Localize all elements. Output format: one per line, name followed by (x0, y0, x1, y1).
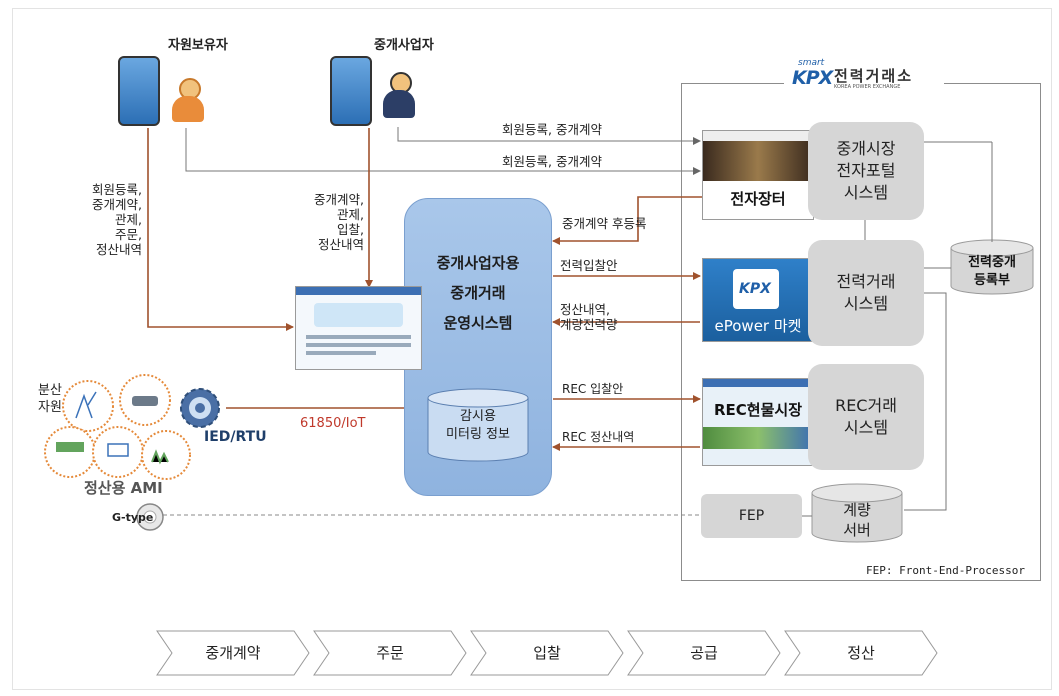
process-step-label: 공급 (690, 644, 718, 662)
process-step-label: 정산 (847, 644, 875, 662)
kpx-name-en: KOREA POWER EXCHANGE (834, 84, 901, 90)
monitoring-db-shape (427, 388, 529, 462)
process-step-label: 주문 (376, 644, 404, 662)
flow-broker-to-system: 중개계약, 관제, 입찰, 정산내역 (290, 192, 364, 252)
broker-person-icon (381, 72, 417, 120)
power-trading-line: 전력거래 (836, 272, 896, 291)
flow-owner-to-system: 회원등록, 중개계약, 관제, 주문, 정산내역 (70, 182, 142, 257)
central-title-line: 운영시스템 (443, 314, 513, 332)
monitoring-db-line: 미터링 정보 (446, 427, 510, 442)
power-trading-system: 전력거래 시스템 (808, 240, 924, 346)
flow-broker-to-portal: 회원등록, 중개계약 (502, 122, 602, 137)
registry-line: 등록부 (974, 273, 1010, 288)
flow-line: 회원등록, (92, 182, 142, 197)
process-step: 중개계약 (156, 630, 310, 676)
flow-post-registration: 중개계약 후등록 (562, 216, 647, 231)
metering-server-line: 서버 (843, 521, 871, 539)
broker-phone-icon (330, 56, 372, 126)
monitoring-db-label: 감시용 미터링 정보 (428, 408, 528, 444)
registry-db-label: 전력중개 등록부 (951, 254, 1033, 290)
power-trading-line: 시스템 (843, 294, 889, 313)
distributed-line: 분산 (38, 383, 62, 398)
registry-db-shape (950, 239, 1034, 295)
rec-trading-line: REC거래 (835, 396, 897, 415)
flow-rec-settlement: REC 정산내역 (562, 430, 635, 444)
kpx-logo-mark: KPX (792, 67, 833, 89)
gtype-label: G-type (112, 511, 154, 524)
metering-server-label: 계량 서버 (812, 500, 902, 540)
ami-label: 정산용 AMI (84, 479, 163, 497)
process-step: 주문 (313, 630, 467, 676)
rec-trading-system: REC거래 시스템 (808, 364, 924, 470)
central-title-line: 중개사업자용 (436, 254, 520, 272)
resource-owner-phone-icon (118, 56, 160, 126)
rec-trading-line: 시스템 (843, 418, 889, 437)
distributed-line: 자원 (38, 400, 62, 415)
flow-line: 정산내역 (317, 237, 364, 252)
metering-server-shape (811, 483, 903, 543)
rec-market-screen: REC현물시장 (702, 378, 814, 466)
fep-label: FEP (738, 508, 765, 524)
flow-line: 입찰, (337, 222, 364, 237)
broker-label: 중개사업자 (374, 38, 434, 53)
registry-line: 전력중개 (968, 255, 1016, 270)
flow-owner-to-portal: 회원등록, 중개계약 (502, 154, 602, 169)
portal-line: 시스템 (843, 183, 889, 202)
kpx-logo: smart KPX 전력거래소 KOREA POWER EXCHANGE (784, 58, 944, 91)
flow-protocol: 61850/IoT (300, 416, 366, 431)
central-title-line: 중개거래 (450, 284, 506, 302)
operating-system-screen (295, 286, 422, 370)
portal-line: 중개시장 (836, 139, 896, 158)
resource-owner-person-icon (170, 78, 206, 122)
portal-system: 중개시장 전자포털 시스템 (808, 122, 924, 220)
central-system-title: 중개사업자용 중개거래 운영시스템 (404, 248, 552, 338)
portal-line: 전자포털 (836, 161, 896, 180)
flow-line: 계량전력량 (560, 317, 618, 332)
resource-owner-label: 자원보유자 (168, 38, 228, 53)
flow-line: 관제, (337, 207, 364, 222)
flow-settlement-metering: 정산내역, 계량전력량 (560, 302, 618, 332)
flow-line: 관제, (115, 212, 142, 227)
flow-rec-bid: REC 입찰안 (562, 382, 624, 396)
fep-box: FEP (701, 494, 802, 538)
process-step: 정산 (784, 630, 938, 676)
ied-gear-shape (180, 388, 220, 428)
process-step: 공급 (627, 630, 781, 676)
flow-line: 중개계약, (314, 192, 364, 207)
epower-screen: KPX ePower 마켓 (702, 258, 814, 342)
flow-line: 정산내역 (95, 242, 142, 257)
flow-power-bid: 전력입찰안 (560, 258, 618, 273)
emarket-screen: 전자장터 (702, 130, 814, 220)
kpx-smart-label: smart (798, 58, 825, 68)
fep-note: FEP: Front-End-Processor (866, 564, 1025, 577)
monitoring-db-line: 감시용 (460, 409, 496, 424)
rec-market-label: REC현물시장 (713, 401, 802, 419)
kpx-name: 전력거래소 (834, 67, 914, 85)
flow-line: 중개계약, (92, 197, 142, 212)
ami-meter-shape (136, 503, 164, 531)
metering-server-line: 계량 (843, 501, 871, 519)
kpx-mini-icon: KPX (739, 281, 771, 297)
process-step-label: 중개계약 (205, 644, 261, 662)
flow-line: 주문, (115, 227, 142, 242)
process-step-label: 입찰 (533, 644, 561, 662)
distributed-resource-label: 분산 자원 (38, 382, 62, 416)
flow-line: 정산내역, (560, 302, 610, 317)
emarket-label: 전자장터 (730, 190, 786, 208)
process-step: 입찰 (470, 630, 624, 676)
ied-rtu-label: IED/RTU (204, 429, 267, 445)
epower-label: ePower 마켓 (714, 317, 802, 335)
